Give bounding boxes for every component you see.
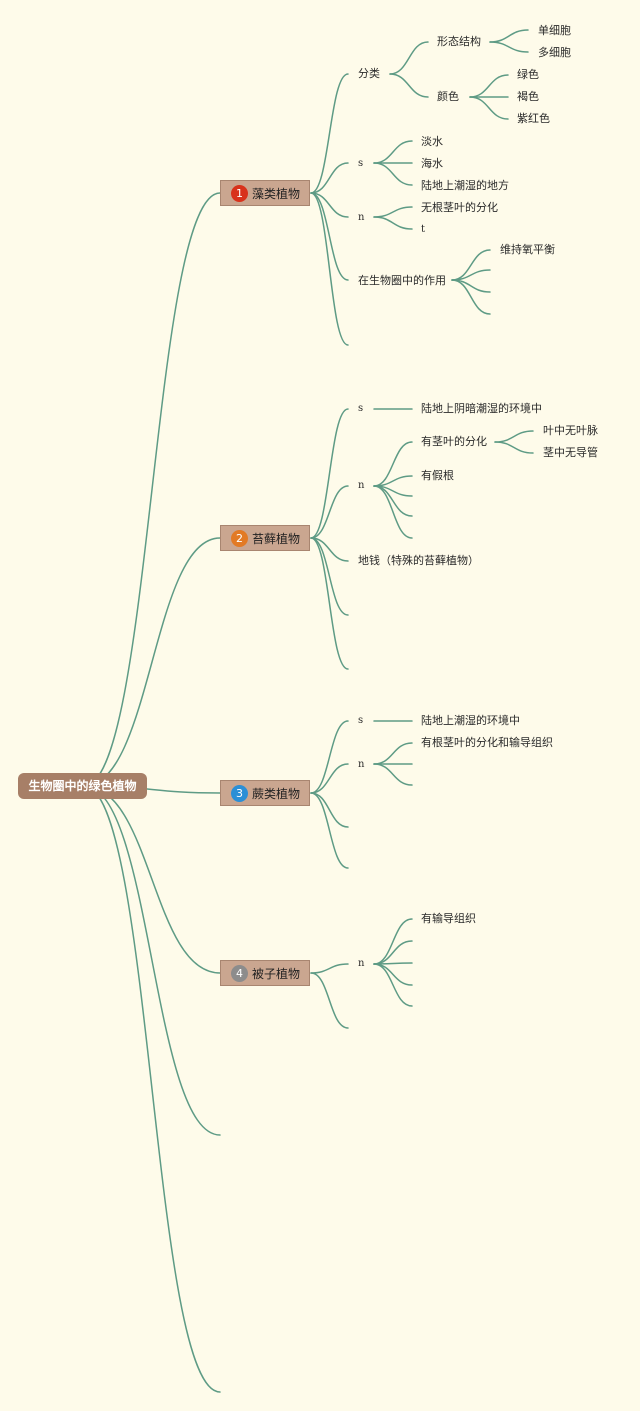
algae-brown-node[interactable]: 褐色: [517, 90, 539, 103]
connector-line: [310, 162, 349, 194]
fern-s-node[interactable]: s: [358, 715, 364, 726]
fern-n-node[interactable]: n: [358, 759, 365, 770]
connector-line: [469, 96, 509, 120]
branch-fern-node[interactable]: 3 蕨类植物: [220, 780, 310, 806]
connector-line: [373, 742, 413, 765]
connector-line: [373, 485, 413, 539]
branch-label: 苔藓植物: [252, 531, 301, 546]
algae-seawater-node[interactable]: 海水: [421, 157, 443, 170]
algae-unicellular-node[interactable]: 单细胞: [538, 24, 571, 37]
connector-line: [310, 763, 349, 794]
algae-moist-land-node[interactable]: 陆地上潮湿的地方: [421, 179, 509, 192]
algae-green-node[interactable]: 绿色: [517, 68, 539, 81]
connector-line: [373, 206, 413, 218]
connector-line: [489, 29, 529, 43]
connector-line: [310, 192, 349, 218]
algae-role-node[interactable]: 在生物圈中的作用: [358, 274, 446, 287]
connector-line: [83, 785, 221, 974]
algae-no-root-stem-leaf-node[interactable]: 无根茎叶的分化: [421, 201, 498, 214]
connector-line: [489, 41, 529, 53]
algae-classification-node[interactable]: 分类: [358, 67, 380, 80]
connector-line: [373, 216, 413, 230]
connector-line: [83, 192, 221, 787]
moss-no-vessel-node[interactable]: 茎中无导管: [543, 446, 598, 459]
connector-line: [494, 441, 534, 454]
moss-habitat-node[interactable]: 陆地上阴暗潮湿的环境中: [421, 402, 542, 415]
fern-root-stem-leaf-node[interactable]: 有根茎叶的分化和输导组织: [421, 736, 553, 749]
branch-moss-node[interactable]: 2 苔藓植物: [220, 525, 310, 551]
connector-line: [83, 785, 221, 1393]
number-badge-icon: 4: [231, 964, 248, 982]
connector-line: [310, 792, 349, 828]
moss-marchantia-node[interactable]: 地钱（特殊的苔藓植物）: [358, 554, 479, 567]
algae-purple-red-node[interactable]: 紫红色: [517, 112, 550, 125]
moss-s-node[interactable]: s: [358, 403, 364, 414]
connector-line: [83, 785, 221, 1136]
connector-line: [373, 963, 413, 986]
connector-line: [469, 74, 509, 98]
connector-line: [373, 162, 413, 186]
algae-multicellular-node[interactable]: 多细胞: [538, 46, 571, 59]
connector-line: [310, 792, 349, 869]
number-badge-icon: 3: [231, 784, 248, 802]
connector-line: [310, 537, 349, 670]
branch-label: 蕨类植物: [252, 786, 301, 801]
connector-line: [310, 972, 349, 1029]
branch-label: 藻类植物: [252, 186, 301, 201]
branch-angiosperm-node[interactable]: 4 被子植物: [220, 960, 310, 986]
moss-n-node[interactable]: n: [358, 480, 365, 491]
angiosperm-vascular-node[interactable]: 有输导组织: [421, 912, 476, 925]
connector-line: [310, 192, 349, 346]
connector-line: [310, 485, 349, 539]
algae-oxygen-balance-node[interactable]: 维持氧平衡: [500, 243, 555, 256]
connector-line: [373, 140, 413, 164]
moss-rhizoid-node[interactable]: 有假根: [421, 469, 454, 482]
moss-stem-leaf-node[interactable]: 有茎叶的分化: [421, 435, 487, 448]
connector-line: [310, 192, 349, 281]
algae-n-node[interactable]: n: [358, 212, 365, 223]
connector-line: [451, 279, 491, 315]
connector-line: [389, 41, 429, 75]
branch-algae-node[interactable]: 1 藻类植物: [220, 180, 310, 206]
root-node[interactable]: 生物圈中的绿色植物: [18, 773, 147, 799]
fern-habitat-node[interactable]: 陆地上潮湿的环境中: [421, 714, 520, 727]
angiosperm-n-node[interactable]: n: [358, 958, 365, 969]
number-badge-icon: 2: [231, 529, 248, 547]
connector-line: [373, 963, 413, 1007]
connector-line: [310, 537, 349, 616]
connector-line: [389, 73, 429, 98]
moss-no-vein-node[interactable]: 叶中无叶脉: [543, 424, 598, 437]
algae-t-node[interactable]: t: [421, 224, 426, 235]
algae-color-node[interactable]: 颜色: [437, 90, 459, 103]
connector-line: [310, 963, 349, 974]
connector-line: [83, 537, 221, 787]
connector-line: [373, 940, 413, 965]
algae-s-node[interactable]: s: [358, 158, 364, 169]
connector-line: [494, 430, 534, 443]
algae-freshwater-node[interactable]: 淡水: [421, 135, 443, 148]
branch-label: 被子植物: [252, 966, 301, 981]
connector-line: [310, 408, 349, 539]
connector-line: [373, 441, 413, 487]
algae-morphology-node[interactable]: 形态结构: [437, 35, 481, 48]
connector-line: [373, 763, 413, 786]
connector-line: [310, 73, 349, 194]
number-badge-icon: 1: [231, 184, 248, 202]
connector-line: [310, 720, 349, 794]
